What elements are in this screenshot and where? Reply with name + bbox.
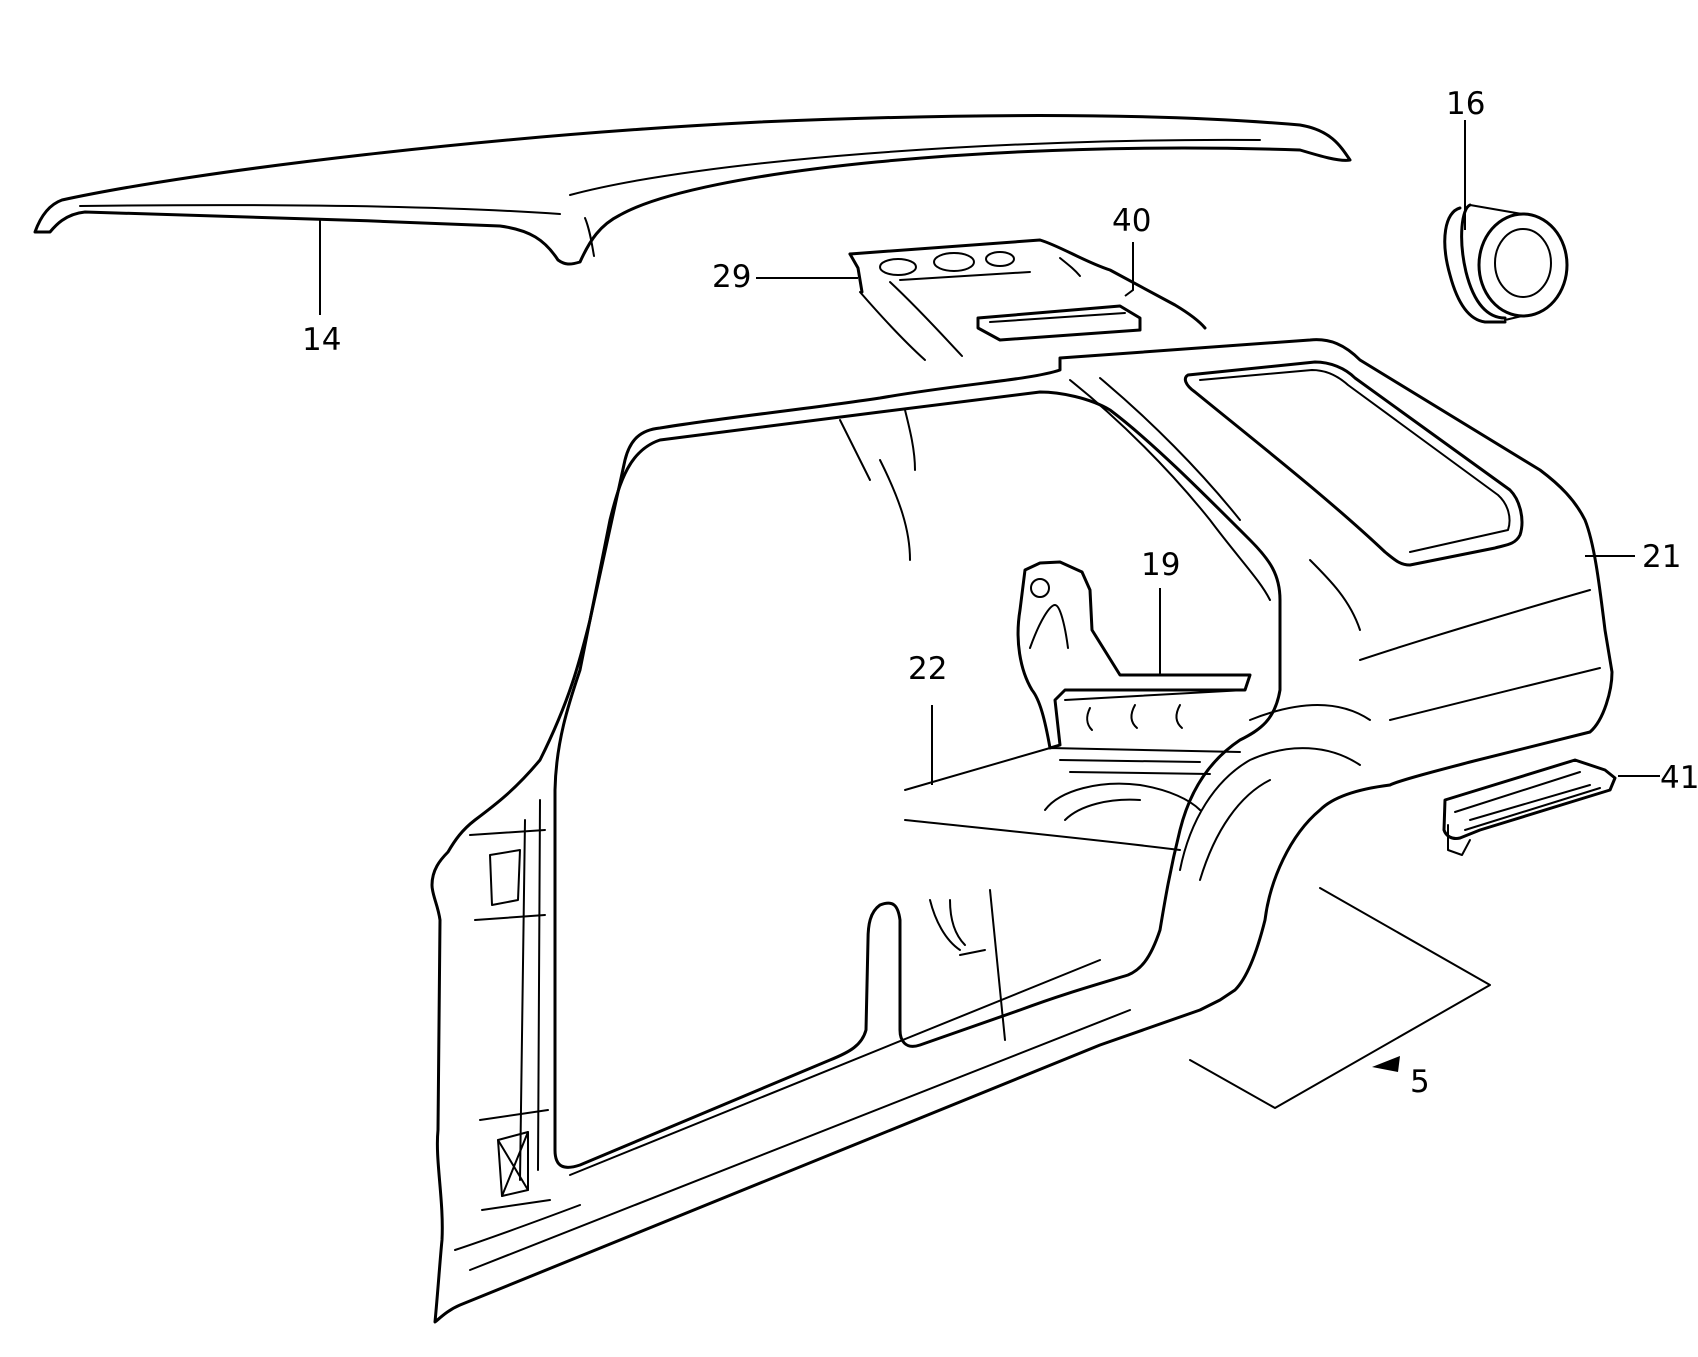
plug-grommet [1443, 203, 1569, 324]
callout-14: 14 [302, 322, 341, 358]
callout-16: 16 [1446, 86, 1485, 122]
callout-40: 40 [1112, 203, 1151, 239]
callout-5: 5 [1410, 1064, 1430, 1100]
leader-lines [319, 120, 1660, 785]
callout-21: 21 [1642, 539, 1681, 575]
sill-trim-strip [1442, 758, 1617, 856]
callout-29: 29 [712, 259, 751, 295]
roof-frame-section [848, 238, 1207, 361]
roof-panel [33, 114, 1352, 266]
side-panel [430, 338, 1614, 1324]
callout-19: 19 [1141, 547, 1180, 583]
callout-41: 41 [1660, 760, 1698, 796]
inner-floor-wheelhouse [904, 560, 1252, 851]
section-view-marker [1189, 887, 1491, 1109]
callout-22: 22 [908, 651, 947, 687]
